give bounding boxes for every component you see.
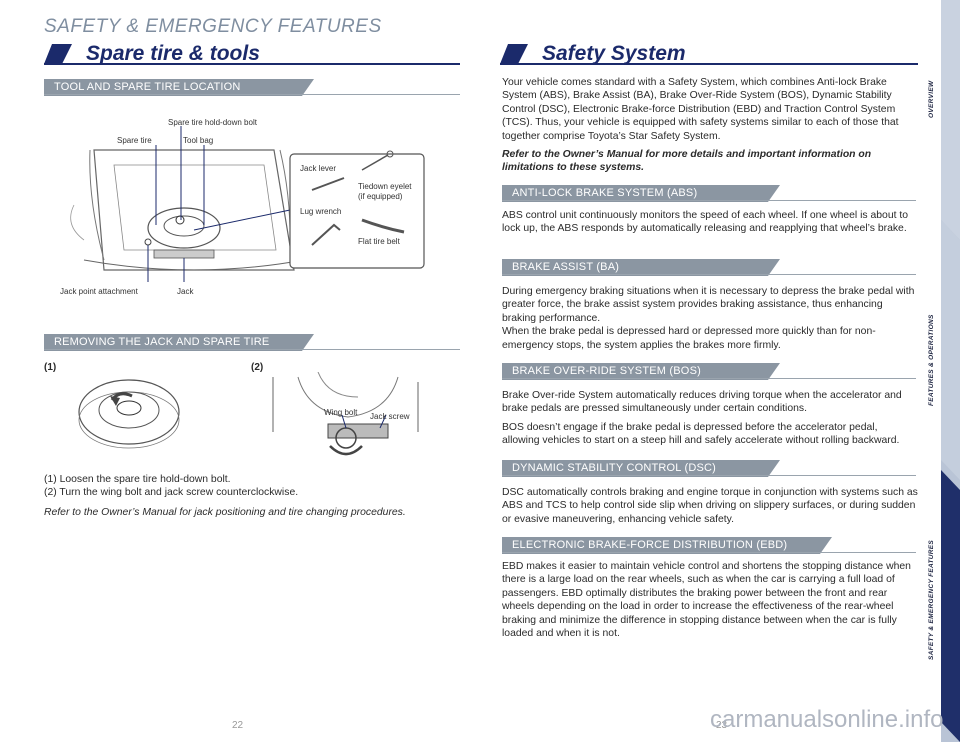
tab-features-operations[interactable]: FEATURES & OPERATIONS [928, 314, 935, 406]
step-1-label: (1) [44, 362, 57, 373]
label-jack-point: Jack point attachment [60, 287, 138, 296]
section-bos-body: Brake Over-ride System automatically red… [502, 389, 916, 448]
tab-safety-emergency[interactable]: SAFETY & EMERGENCY FEATURES [928, 539, 935, 660]
intro-text: Your vehicle comes standard with a Safet… [502, 76, 916, 175]
divider [44, 349, 460, 350]
label-jack: Jack [177, 287, 194, 296]
section-paragraph: DSC automatically controls braking and e… [502, 487, 918, 525]
intro-note: Refer to the Owner’s Manual for more det… [502, 149, 872, 174]
section-ba-body: During emergency braking situations when… [502, 285, 916, 352]
label-lug-wrench: Lug wrench [300, 207, 342, 216]
divider [44, 94, 460, 95]
section-paragraph: EBD makes it easier to maintain vehicle … [502, 561, 911, 640]
subsection-pill: ELECTRONIC BRAKE-FORCE DISTRIBUTION (EBD… [502, 537, 832, 554]
section-paragraph: Brake Over-ride System automatically red… [502, 390, 902, 415]
instruction-line: (1) Loosen the spare tire hold-down bolt… [44, 474, 231, 485]
section-ebd-body: EBD makes it easier to maintain vehicle … [502, 560, 916, 640]
label-flat-tire-belt: Flat tire belt [358, 237, 400, 246]
subsection-pill: DYNAMIC STABILITY CONTROL (DSC) [502, 460, 780, 477]
intro-paragraph: Your vehicle comes standard with a Safet… [502, 77, 899, 142]
watermark: carmanualsonline.info [710, 706, 944, 733]
jack-illustration [272, 372, 419, 456]
page-title-left: Spare tire & tools [86, 42, 260, 65]
section-paragraph: BOS doesn’t engage if the brake pedal is… [502, 421, 900, 447]
instruction-line: (2) Turn the wing bolt and jack screw co… [44, 487, 299, 499]
label-if-equipped: (if equipped) [358, 192, 403, 201]
page-number-right: 23 [716, 720, 728, 731]
label-wing-bolt: Wing bolt [324, 408, 358, 417]
section-paragraph: ABS control unit continuously monitors t… [502, 210, 909, 235]
label-jack-screw: Jack screw [370, 412, 410, 421]
title-band-graphic [44, 44, 460, 65]
section-dsc-body: DSC automatically controls braking and e… [502, 486, 920, 526]
subsection-pill: TOOL AND SPARE TIRE LOCATION [44, 79, 314, 96]
subsection-pill: ANTI-LOCK BRAKE SYSTEM (ABS) [502, 185, 780, 202]
spare-tire-illustration [78, 379, 180, 449]
manual-note: Refer to the Owner’s Manual for jack pos… [44, 506, 406, 518]
instructions: (1) Loosen the spare tire hold-down bolt… [44, 473, 454, 519]
page-number-left: 22 [232, 720, 244, 731]
label-jack-lever: Jack lever [300, 164, 337, 173]
page-title-right: Safety System [542, 42, 686, 65]
divider [502, 274, 916, 275]
section-paragraph: During emergency braking situations when… [502, 286, 915, 324]
subsection-pill: BRAKE ASSIST (BA) [502, 259, 780, 276]
label-tiedown-eyelet: Tiedown eyelet [358, 182, 412, 191]
section-abs-body: ABS control unit continuously monitors t… [502, 209, 916, 236]
section-paragraph: When the brake pedal is depressed hard o… [502, 326, 876, 351]
title-band-graphic [500, 44, 918, 65]
label-spare-tire: Spare tire [117, 136, 152, 145]
subsection-pill: BRAKE OVER-RIDE SYSTEM (BOS) [502, 363, 780, 380]
right-title-band: Safety System [500, 42, 918, 67]
divider [502, 378, 916, 379]
trunk-illustration [70, 126, 425, 282]
label-hold-down-bolt: Spare tire hold-down bolt [168, 118, 257, 127]
side-nav-tabs [941, 0, 960, 742]
divider [502, 552, 916, 553]
step-2-label: (2) [251, 362, 264, 373]
tab-overview[interactable]: OVERVIEW [928, 80, 935, 118]
divider [502, 475, 916, 476]
label-tool-bag: Tool bag [183, 136, 214, 145]
section-title: SAFETY & EMERGENCY FEATURES [44, 16, 382, 37]
subsection-pill: REMOVING THE JACK AND SPARE TIRE [44, 334, 314, 351]
left-title-band: Spare tire & tools [44, 42, 460, 67]
divider [502, 200, 916, 201]
